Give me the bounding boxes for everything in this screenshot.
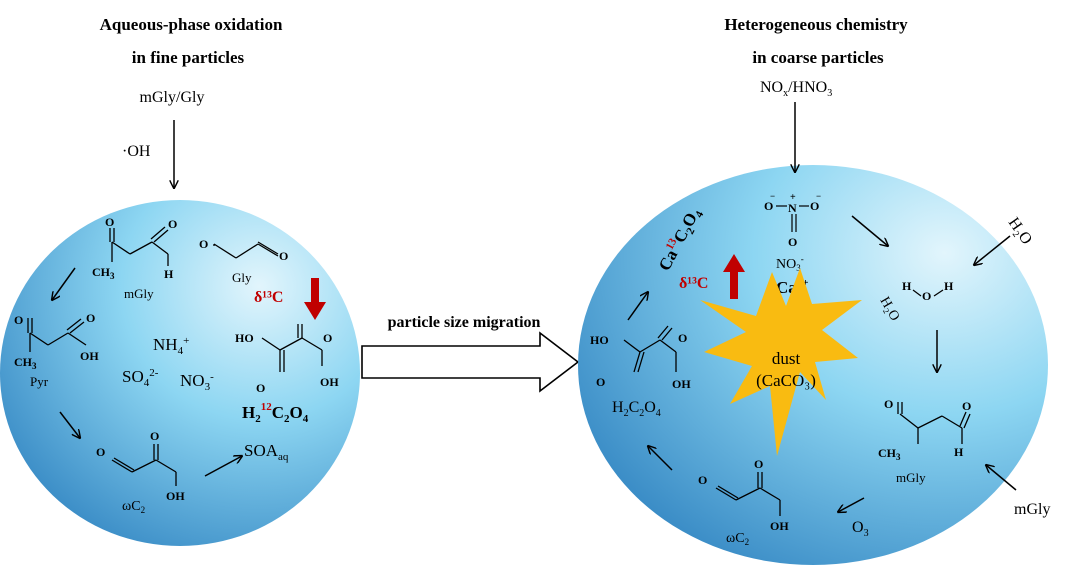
right-oxalic-oxygen-2: O	[596, 375, 605, 389]
nitrate-ion: NO3-	[180, 371, 214, 393]
right-mgly-structure	[897, 402, 971, 444]
gly-oxygen-1: O	[199, 237, 208, 251]
water-structure: H O H	[902, 279, 954, 303]
mgly-structure	[109, 226, 169, 266]
wc2-left-structure	[111, 444, 177, 486]
right-oxalic-hydroxyl-1: HO	[590, 333, 609, 347]
right-delta-label: δ¹³C	[679, 275, 708, 292]
hydroxyl-radical-label: ·OH	[122, 143, 151, 160]
wc2-right-label: ωC2	[726, 531, 749, 547]
wc2-left-hydroxyl: OH	[166, 489, 185, 503]
right-arrow-wc2-to-oxalic	[648, 446, 673, 471]
left-arrow-wc2-to-soa	[204, 456, 242, 477]
svg-text:O: O	[788, 235, 797, 249]
ozone-label: O3	[852, 519, 869, 539]
left-delta-label: δ¹³C	[254, 289, 283, 306]
left-oxalic-oxygen-2: O	[256, 381, 265, 395]
dust-formula-label: (CaCO₃)	[756, 371, 816, 390]
water-input-arrow	[974, 235, 1011, 265]
mgly-oxygen-1: O	[105, 215, 114, 229]
migration-arrow	[361, 331, 580, 393]
pyr-hydroxyl: OH	[80, 349, 99, 363]
pyr-label: Pyr	[30, 374, 49, 389]
mgly-hydrogen: H	[164, 267, 174, 281]
left-arrow-mgly-to-pyr	[52, 267, 76, 300]
right-mgly-methyl: CH3	[878, 446, 901, 462]
right-mgly-oxygen-2: O	[962, 399, 971, 413]
left-oxalic-structure	[261, 324, 323, 372]
soa-aq-label: SOAaq	[244, 441, 289, 463]
wc2-left-oxygen-2: O	[150, 429, 159, 443]
right-mgly-oxygen-1: O	[884, 397, 893, 411]
dust-star-shape	[700, 268, 862, 456]
left-precursor-label: mGly/Gly	[140, 89, 205, 106]
svg-text:−: −	[770, 191, 775, 201]
svg-text:H: H	[944, 279, 954, 293]
wc2-right-structure	[715, 472, 781, 516]
dust-label: dust	[772, 349, 801, 368]
svg-text:O: O	[810, 199, 819, 213]
oxalic-acid-12c-label: H212C2O4	[242, 401, 309, 425]
left-oxalic-hydroxyl-2: OH	[320, 375, 339, 389]
wc2-right-oxygen-1: O	[698, 473, 707, 487]
right-nitrate-label: NO3-	[776, 254, 804, 273]
left-oxalic-oxygen-1: O	[323, 331, 332, 345]
svg-text:−: −	[816, 191, 821, 201]
right-delta-up-arrow	[723, 254, 745, 299]
right-outer-water-label: H₂O	[1005, 215, 1035, 248]
right-oxalic-structure	[623, 325, 677, 373]
left-delta-down-arrow	[304, 278, 326, 320]
svg-text:O: O	[764, 199, 773, 213]
mgly-methyl: CH3	[92, 265, 115, 281]
nox-hno3-label: NOx/HNO3	[760, 79, 832, 99]
svg-text:H: H	[902, 279, 912, 293]
svg-text:N: N	[788, 201, 797, 215]
right-mgly-hydrogen: H	[954, 445, 964, 459]
wc2-right-hydroxyl: OH	[770, 519, 789, 533]
pyr-methyl: CH3	[14, 355, 37, 371]
left-oxalic-hydroxyl-1: HO	[235, 331, 254, 345]
fine-particle	[0, 200, 360, 546]
wc2-left-label: ωC2	[122, 499, 145, 515]
mgly-oxygen-2: O	[168, 217, 177, 231]
right-title-line2: in coarse particles	[752, 48, 884, 67]
right-outer-mgly-label: mGly	[1014, 501, 1050, 518]
gly-oxygen-2: O	[279, 249, 288, 263]
pyr-oxygen-1: O	[14, 313, 23, 327]
right-oxalic-hydroxyl-2: OH	[672, 377, 691, 391]
sulfate-ion: SO42-	[122, 367, 159, 389]
pyr-structure	[27, 318, 87, 352]
nitrate-structure: O − N + O − O	[764, 191, 821, 249]
right-arrow-nitrate-to-water	[851, 215, 888, 246]
ozone-arrow	[838, 497, 865, 512]
ammonium-ion: NH4+	[153, 335, 189, 357]
pyr-oxygen-2: O	[86, 311, 95, 325]
left-title-line2: in fine particles	[132, 48, 245, 67]
right-title-line1: Heterogeneous chemistry	[724, 15, 908, 34]
wc2-right-oxygen-2: O	[754, 457, 763, 471]
right-arrow-oxalic-to-ca	[627, 292, 648, 321]
right-mgly-input-arrow	[986, 465, 1017, 491]
migration-label: particle size migration	[388, 314, 541, 331]
wc2-left-oxygen-1: O	[96, 445, 105, 459]
gly-structure	[213, 241, 279, 259]
mgly-label: mGly	[124, 286, 154, 301]
left-arrow-pyr-to-wc2	[59, 411, 80, 438]
fine-particle-sphere	[0, 200, 360, 546]
gly-label: Gly	[232, 270, 252, 285]
right-oxalic-oxygen-1: O	[678, 331, 687, 345]
right-oxalic-acid-label: H2C2O4	[612, 399, 661, 419]
svg-text:O: O	[922, 289, 931, 303]
left-title-line1: Aqueous-phase oxidation	[100, 15, 283, 34]
right-inner-mgly-label: mGly	[896, 470, 926, 485]
svg-text:+: +	[790, 192, 796, 203]
